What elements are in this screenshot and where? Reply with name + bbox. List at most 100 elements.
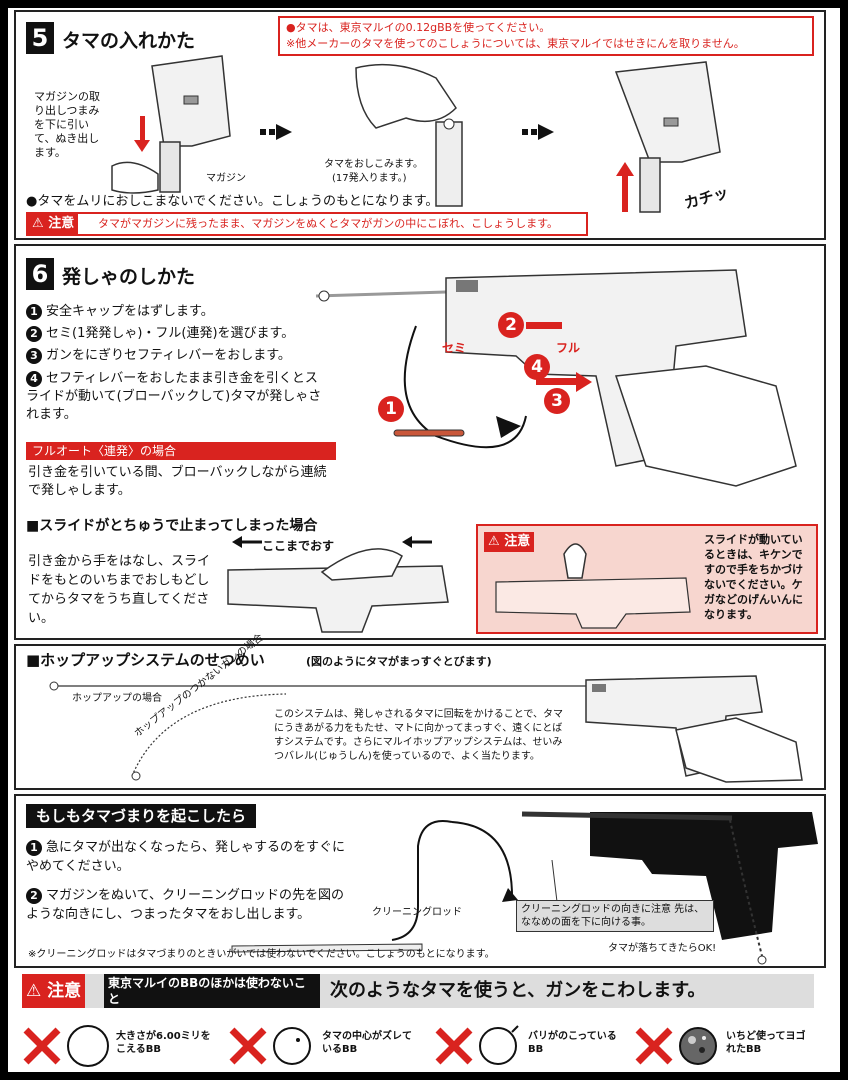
arrow-right-icon-2	[522, 124, 554, 140]
step-2-text: セミ(1発発しゃ)・フル(連発)を選びます。	[46, 326, 295, 341]
section-5-number: 5	[26, 22, 54, 54]
rod-note-box: クリーニングロッドの向きに注意 先は、ななめの面を下に向ける事。	[516, 900, 714, 932]
magazine-insert-illustration	[614, 61, 721, 213]
jam-step-2-text: マガジンをぬいて、クリーニングロッドの先を図のような向きにし、つまったタマをおし…	[26, 888, 344, 922]
slide-stuck-text: 引き金から手をはなし、スライドをもとのいちまでおしもどしてからタマをうち直してく…	[28, 554, 211, 626]
manual-page: 5 タマの入れかた ●タマは、東京マルイの0.12gBBを使ってください。 ※他…	[8, 8, 840, 1072]
ok-label: タマが落ちてきたらOK!	[608, 943, 717, 954]
hopup-title: ■ホップアップシステムのせつめい	[26, 651, 265, 669]
full-label: フル	[556, 341, 581, 355]
bad-bb-list: 大きさが6.00ミリをこえるBB タマの中心がズレているBB	[22, 1022, 814, 1070]
bb-note-1: ●タマは、東京マルイの0.12gBBを使ってください。	[286, 21, 551, 34]
step-3-text: ガンをにぎりセフティレバーをおします。	[46, 348, 291, 363]
dirty-bb-icon	[679, 1027, 717, 1065]
jam-title: もしもタマづまりを起こしたら	[26, 804, 257, 828]
marker-1: 1	[378, 396, 404, 422]
burr-bb-icon	[479, 1025, 519, 1065]
full-auto-bar: フルオート〈連発〉の場合	[26, 442, 336, 460]
full-auto-text: 引き金を引いている間、ブローバックしながら連続で発しゃします。	[28, 465, 327, 498]
warning-triangle-icon-2: ⚠	[488, 534, 500, 549]
push-bb-label: タマをおしこみます。	[324, 159, 423, 170]
slide-warning-box: ⚠ 注意 スライドが動いているときは、キケンですので手をちかづけないでください。…	[476, 524, 818, 634]
push-here-label: ここまでおす	[262, 539, 335, 553]
section-6-firing: 6 発しゃのしかた 1 安全キャップをはずします。 2 セミ(1発発しゃ)・フル(連…	[14, 244, 826, 640]
off-center-bb-icon	[273, 1027, 311, 1065]
step-4-number: 4	[26, 371, 42, 387]
section-5-loading: 5 タマの入れかた ●タマは、東京マルイの0.12gBBを使ってください。 ※他…	[14, 10, 826, 240]
prohibited-x-icon-4	[635, 1027, 673, 1065]
prohibited-x-icon	[23, 1027, 61, 1065]
slide-stuck-title: ■スライドがとちゅうで止まってしまった場合	[26, 518, 318, 534]
bb-loading-illustration	[355, 63, 463, 207]
section-5-title: タマの入れかた	[62, 30, 196, 52]
warning-triangle-icon: ⚠	[32, 216, 44, 231]
bad-bb-oversized-label: 大きさが6.00ミリをこえるBB	[116, 1031, 211, 1055]
section-6-title: 発しゃのしかた	[62, 266, 196, 288]
hopup-gun-illustration	[585, 675, 803, 783]
magazine-release-instruction: マガジンの取り出しつまみを下に引いて、ぬき出します。	[34, 90, 100, 159]
bad-bb-burr: バリがのこっているBB	[434, 1022, 624, 1070]
prohibited-x-icon-2	[229, 1027, 267, 1065]
jam-step-1-text: 急にタマが出なくなったら、発しゃするのをすぐにやめてください。	[26, 840, 346, 874]
bb-note-2: ※他メーカーのタマを使ってのこしょうについては、東京マルイではせきにんを取りませ…	[286, 37, 745, 50]
step-2-number: 2	[26, 326, 42, 342]
firing-step-2: 2 セミ(1発発しゃ)・フル(連発)を選びます。	[26, 326, 346, 342]
jam-step-2-number: 2	[26, 888, 42, 904]
bad-bb-section: ⚠ 注意 東京マルイのBBのほかは使わないこと 次のようなタマを使うと、ガンをこ…	[14, 970, 822, 1070]
bottom-caution-tag-label: 注意	[47, 981, 82, 1001]
marker-3: 3	[544, 388, 570, 414]
slide-caution-tag-label: 注意	[504, 534, 531, 549]
warning-triangle-icon-3: ⚠	[26, 981, 42, 1001]
jam-footnote: ※クリーニングロッドはタマづまりのときいがいでは使わないでください。こしょうのも…	[28, 949, 495, 960]
caution-bar-section-5: ⚠ 注意 タマがマガジンに残ったまま、マガジンをぬくとタマがガンの中にこぼれ、こ…	[26, 212, 588, 236]
bad-bb-headline: 次のようなタマを使うと、ガンをこわします。	[330, 980, 706, 1001]
oversized-bb-icon	[67, 1025, 109, 1067]
step-1-text: 安全キャップをはずします。	[46, 304, 214, 319]
bb-note-box: ●タマは、東京マルイの0.12gBBを使ってください。 ※他メーカーのタマを使っ…	[278, 16, 814, 56]
bottom-caution-bar: ⚠ 注意 東京マルイのBBのほかは使わないこと 次のようなタマを使うと、ガンをこ…	[22, 974, 814, 1008]
caution-text-5: タマがマガジンに残ったまま、マガジンをぬくとタマがガンの中にこぼれ、こしょうしま…	[98, 217, 559, 230]
bad-bb-dirty-label: いちど使ってヨゴれたBB	[726, 1031, 806, 1055]
jam-step-1-number: 1	[26, 840, 42, 856]
capacity-label: (17発入ります。)	[332, 173, 407, 184]
step-1-number: 1	[26, 304, 42, 320]
slide-caution-tag: ⚠ 注意	[484, 532, 535, 552]
magazine-removal-illustration	[111, 55, 231, 194]
hopup-trajectory-diagram	[49, 681, 586, 781]
step-4-text: セフティレバーをおしたまま引き金を引くとスライドが動いて(ブローバックして)タマ…	[26, 371, 322, 422]
bad-bb-off-center-label: タマの中心がズレているBB	[322, 1031, 412, 1055]
slide-warning-text: スライドが動いているときは、キケンですので手をちかづけないでください。ケガなどの…	[704, 533, 803, 621]
step-3-number: 3	[26, 348, 42, 364]
marker-4: 4	[524, 354, 550, 380]
slide-danger-illustration	[495, 543, 691, 629]
semi-label: セミ	[442, 341, 467, 355]
arrow-right-icon	[260, 124, 292, 140]
hopup-description: このシステムは、発しゃされるタマに回転をかけることで、タマにうきあがる力をもたせ…	[274, 709, 563, 762]
loading-warning-text: ●タマをムリにおしこまないでください。こしょうのもとになります。	[26, 194, 439, 209]
bb-brand-note: 東京マルイのBBのほかは使わないこと	[104, 974, 320, 1008]
caution-tag-5-label: 注意	[48, 216, 75, 231]
hopup-with-label: ホップアップの場合	[72, 693, 162, 704]
hopup-subtitle: (図のようにタマがまっすぐとびます)	[306, 655, 492, 668]
bad-bb-off-center: タマの中心がズレているBB	[228, 1022, 424, 1070]
hopup-section: ■ホップアップシステムのせつめい (図のようにタマがまっすぐとびます) ホップア…	[14, 632, 826, 790]
prohibited-x-icon-3	[435, 1027, 473, 1065]
bad-bb-oversized: 大きさが6.00ミリをこえるBB	[22, 1022, 218, 1070]
marker-2: 2	[498, 312, 524, 338]
cleaning-rod-label: クリーニングロッド	[372, 907, 462, 918]
firing-steps: 1 安全キャップをはずします。 2 セミ(1発発しゃ)・フル(連発)を選びます。 3…	[26, 304, 346, 424]
firing-gun-illustration	[315, 269, 797, 487]
bottom-caution-tag: ⚠ 注意	[22, 974, 86, 1008]
bad-bb-burr-label: バリがのこっているBB	[528, 1031, 617, 1055]
firing-step-3: 3 ガンをにぎりセフティレバーをおします。	[26, 348, 346, 364]
slide-push-illustration	[227, 536, 449, 633]
caution-tag-5: ⚠ 注意	[28, 214, 79, 234]
firing-step-1: 1 安全キャップをはずします。	[26, 304, 346, 320]
magazine-label: マガジン	[206, 173, 246, 184]
section-6-number: 6	[26, 258, 54, 290]
cleaning-rod-diagram	[231, 811, 818, 965]
